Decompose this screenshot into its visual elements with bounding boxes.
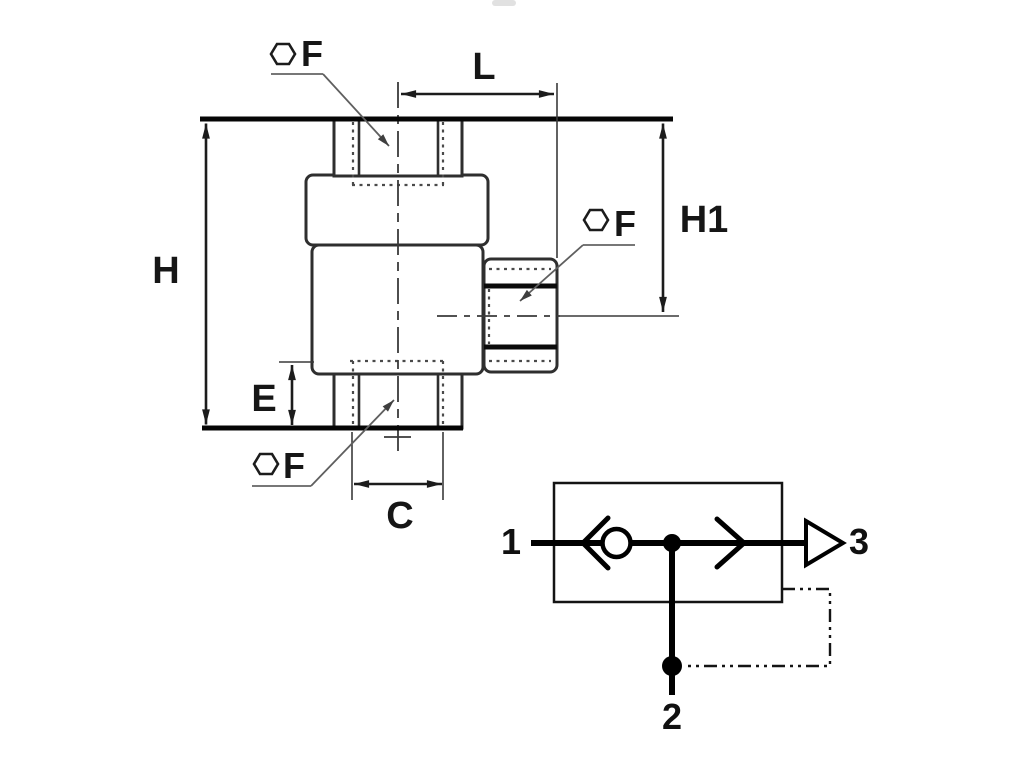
check-valve-seat — [580, 515, 611, 571]
dimension-h-label: H — [152, 250, 179, 292]
pneumatic-circuit-symbol: 1 2 3 — [501, 481, 869, 737]
pilot-junction-dot — [662, 656, 682, 676]
dimensions: H H1 L E C — [152, 46, 728, 537]
hexagon-icon — [582, 208, 610, 232]
exhaust-triangle — [804, 517, 847, 569]
flow-arrow — [714, 516, 747, 570]
check-valve-ball — [600, 526, 633, 560]
dimension-h: H — [152, 123, 210, 425]
port-1-label: 1 — [501, 521, 521, 562]
fitting-front-view — [200, 82, 673, 456]
dimension-e: E — [251, 361, 314, 425]
hex-top-label: F — [301, 33, 323, 74]
hex-callout-bottom: F — [252, 399, 395, 487]
pilot-phantom-line — [683, 587, 832, 668]
hex-top-leader — [322, 73, 390, 147]
hex-callout-top: F — [269, 33, 390, 147]
dimension-h1: H1 — [560, 123, 729, 317]
dimension-c: C — [351, 432, 444, 537]
dimension-l-label: L — [472, 46, 495, 88]
dimension-c-label: C — [386, 495, 413, 537]
hexagon-icon — [252, 452, 280, 476]
port-3-label: 3 — [849, 521, 869, 562]
hex-side-leader — [519, 244, 584, 302]
hex-af-callouts: F F F — [252, 33, 636, 487]
hex-callout-side: F — [519, 203, 636, 302]
scan-artifact — [492, 0, 516, 6]
port-2-label: 2 — [662, 696, 682, 737]
hex-bottom-label: F — [283, 445, 305, 486]
dimension-e-label: E — [251, 378, 276, 420]
dimension-l: L — [401, 46, 558, 258]
junction-dot — [663, 534, 681, 552]
hex-side-label: F — [614, 203, 636, 244]
hexagon-icon — [269, 42, 297, 66]
hex-bottom-leader — [310, 399, 395, 487]
dimension-h1-label: H1 — [680, 199, 729, 241]
